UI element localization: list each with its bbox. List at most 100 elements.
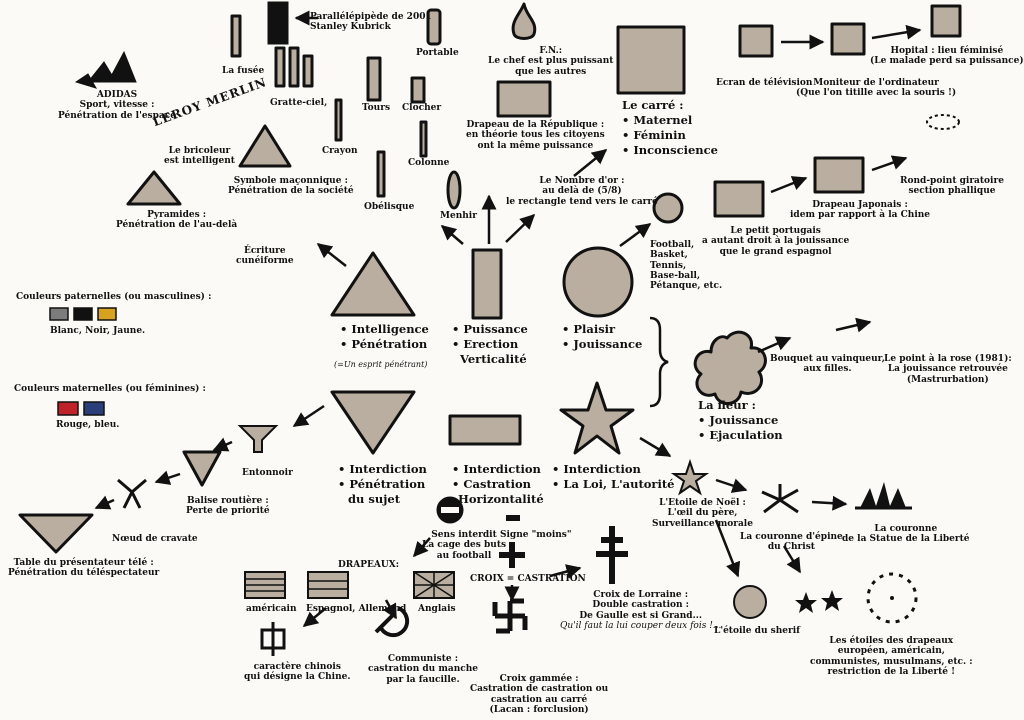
tv-screen	[738, 24, 774, 58]
thorn-ray-4	[763, 498, 781, 514]
label-menhir: Menhir	[440, 211, 477, 221]
flag-star-2	[821, 590, 843, 611]
label-couleurs-maternelles: Couleurs maternelles (ou féminines) :	[14, 384, 206, 394]
arrow-circle-ball	[619, 222, 652, 248]
label-point-rose: Le point à la rose (1981):La jouissance …	[884, 354, 1012, 385]
label-bouquet: Bouquet au vainqueur,aux filles.	[770, 354, 885, 375]
main-triangle-down	[330, 390, 416, 455]
arrow-nombre-or	[573, 149, 608, 177]
mobile-phone	[426, 8, 442, 46]
swatch-blue	[83, 401, 105, 416]
label-rect-vertical: PuissanceErectionVerticalité	[452, 322, 528, 367]
football-ball	[652, 192, 684, 224]
balise-triangle	[182, 450, 222, 487]
sens-interdit-bar	[441, 507, 459, 513]
label-obelisque: Obélisque	[364, 202, 415, 212]
label-couleurs-maternelles-list: Rouge, bleu.	[56, 420, 120, 430]
tie-knot	[117, 478, 147, 509]
label-table-tele: Table du présentateur télé :Pénétration …	[8, 558, 160, 579]
label-crayon: Crayon	[322, 146, 358, 156]
label-fleur: La fleur :JouissanceEjaculation	[698, 398, 783, 443]
adidas-logo	[74, 50, 137, 89]
masonic-triangle	[238, 124, 292, 168]
swatch-black	[73, 307, 93, 321]
label-anglais: Anglais	[418, 604, 456, 614]
label-rect-horizontal: InterdictionCastrationHorizontalité	[452, 462, 544, 507]
label-nombre-or: Le Nombre d'or :au delà de (5/8)le recta…	[506, 176, 658, 207]
eu-ring-outline	[866, 572, 918, 624]
flower	[693, 330, 767, 405]
label-tv: Ecran de télévision	[716, 78, 813, 88]
label-carre: Le carré :MaternelFémininInconscience	[622, 98, 718, 158]
swatch-yellow	[97, 307, 117, 321]
label-drapeau-republique: Drapeau de la République :en théorie tou…	[466, 120, 605, 151]
rocket	[230, 14, 242, 58]
brace	[649, 316, 669, 408]
arrow-plus-lorraine	[549, 564, 582, 579]
arrow-rect-right	[505, 213, 536, 243]
arrow-rect-left	[440, 225, 464, 245]
hospital-sign	[930, 4, 962, 38]
funnel	[237, 425, 279, 453]
label-gratte-ciel: Gratte-ciel,	[270, 98, 328, 108]
christmas-star	[670, 458, 710, 496]
thorn-ray-1	[761, 490, 781, 502]
label-hopital: Hopital : lieu féminisé(Le malade perd s…	[870, 46, 1024, 67]
japan-flag	[813, 156, 865, 194]
thorn-ray-2	[779, 488, 799, 502]
main-triangle-up	[330, 251, 416, 317]
skyscraper-a	[274, 46, 286, 88]
diagram-canvas	[18, 1, 962, 656]
main-star	[559, 381, 635, 455]
arrow-knot-table	[94, 495, 115, 510]
arrow-flag-chinese	[302, 607, 327, 627]
arrow-noel-couronne	[715, 478, 748, 493]
label-noeud: Nœud de cravate	[112, 534, 198, 544]
label-colonne: Colonne	[408, 158, 450, 168]
bell-tower	[410, 76, 426, 104]
arrow-funnel-balise	[212, 437, 233, 452]
label-star: InterdictionLa Loi, L'autorité	[552, 462, 674, 492]
fn-flame	[511, 2, 537, 40]
arrow-couronne-stars	[782, 545, 802, 574]
label-croix-gammee: Croix gammée :Castration de castration o…	[470, 674, 609, 716]
arrow-flag-japan	[770, 176, 808, 194]
chinese-character	[260, 622, 286, 656]
pencil	[334, 98, 343, 142]
label-etoile-noel: L'Etoile de Noël :L'œil du père,Surveill…	[652, 498, 753, 529]
label-fusee: La fusée	[222, 66, 265, 76]
arrow-bouquet-rose	[835, 317, 872, 333]
carre-square	[616, 25, 686, 95]
label-triangle-down: InterdictionPénétrationdu sujet	[338, 462, 427, 507]
thorn-ray-5	[779, 498, 799, 514]
portugal-flag	[713, 180, 765, 218]
arrow-flag-communist	[382, 599, 398, 620]
label-signe-moins: Signe "moins"	[500, 530, 572, 540]
label-clocher: Clocher	[402, 103, 442, 113]
label-couleurs-paternelles: Couleurs paternelles (ou masculines) :	[16, 292, 212, 302]
label-espagnol: Espagnol, Allemand	[306, 604, 407, 614]
swatch-grey	[49, 307, 69, 321]
label-croix-lorraine: Croix de Lorraine :Double castration :De…	[560, 590, 722, 632]
label-balise: Balise routière :Perte de priorité	[186, 496, 270, 517]
main-horizontal-rectangle	[448, 414, 522, 446]
arrow-star-noel	[639, 436, 672, 458]
label-croix-castration: CROIX = CASTRATION	[470, 574, 586, 584]
table-triangle	[18, 513, 94, 554]
arrow-triangle-down	[292, 404, 325, 428]
flag-spanish	[307, 571, 349, 599]
label-entonnoir: Entonnoir	[242, 468, 293, 478]
sheriff-star-badge	[733, 585, 767, 619]
label-americain: américain	[246, 604, 297, 614]
roundabout	[926, 114, 960, 130]
flag-star-1	[795, 592, 817, 613]
main-circle	[562, 246, 634, 318]
label-drapeau-japonais: Drapeau Japonais :idem par rapport à la …	[790, 200, 931, 221]
arrow-japan-roundabout	[871, 155, 908, 172]
